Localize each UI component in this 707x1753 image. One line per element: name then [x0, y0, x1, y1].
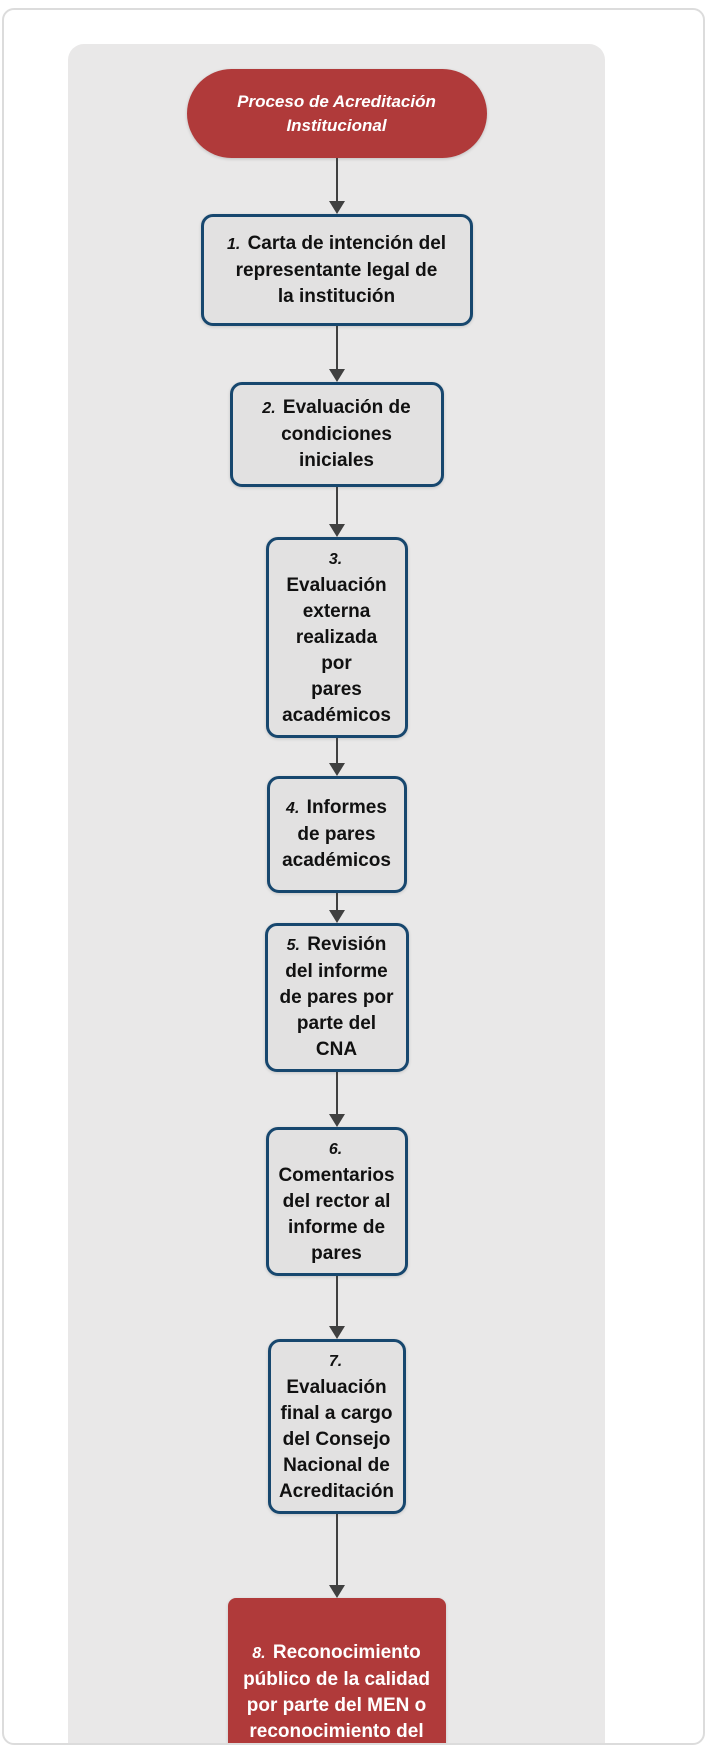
step-2-number: 2.	[262, 400, 276, 417]
arrow-shaft	[335, 738, 338, 763]
step-8-text: 8. Reconocimiento público de la calidad …	[243, 1640, 430, 1743]
arrow-shaft	[335, 893, 338, 910]
step-2-body: Evaluación de condiciones iniciales	[281, 397, 411, 471]
step-box-4: 4. Informes de pares académicos	[266, 776, 407, 893]
arrow-head-icon	[328, 201, 345, 214]
step-box-5: 5. Revisión del informe de pares por par…	[264, 923, 409, 1072]
step-box-2: 2. Evaluación de condiciones iniciales	[229, 382, 444, 487]
connector-arrow-6	[328, 1072, 345, 1127]
arrow-shaft	[335, 326, 338, 369]
step-2-text: 2. Evaluación de condiciones iniciales	[243, 395, 431, 474]
step-1-text: 1. Carta de intención del representante …	[227, 231, 446, 310]
flowchart-panel: Proceso de Acreditación Institucional 1.…	[68, 44, 605, 1743]
step-6-text: 6. Comentarios del rector al informe de …	[278, 1136, 394, 1267]
step-4-text: 4. Informes de pares académicos	[282, 795, 391, 874]
arrow-shaft	[335, 1072, 338, 1114]
step-4-body: Informes de pares académicos	[282, 797, 391, 871]
step-3-body: Evaluación externa realizada por pares a…	[282, 575, 391, 726]
step-7-body: Evaluación final a cargo del Consejo Nac…	[278, 1377, 395, 1502]
flowchart-title-oval: Proceso de Acreditación Institucional	[186, 69, 487, 158]
arrow-head-icon	[328, 369, 345, 382]
step-box-7: 7. Evaluación final a cargo del Consejo …	[267, 1339, 406, 1514]
connector-arrow-7	[328, 1276, 345, 1339]
flowchart-title-text: Proceso de Acreditación Institucional	[237, 91, 436, 135]
step-7-text: 7. Evaluación final a cargo del Consejo …	[279, 1348, 394, 1505]
step-box-8-final: 8. Reconocimiento público de la calidad …	[227, 1598, 446, 1743]
step-5-text: 5. Revisión del informe de pares por par…	[279, 932, 393, 1063]
connector-arrow-5	[328, 893, 345, 923]
step-3-text: 3. Evaluación externa realizada por pare…	[279, 546, 395, 729]
step-3-number: 3.	[328, 551, 343, 568]
step-7-number: 7.	[328, 1353, 343, 1370]
arrow-head-icon	[328, 1114, 345, 1127]
arrow-head-icon	[328, 910, 345, 923]
diagram-card: Proceso de Acreditación Institucional 1.…	[2, 8, 705, 1745]
connector-arrow-2	[328, 326, 345, 382]
step-8-number: 8.	[252, 1645, 266, 1662]
connector-arrow-1	[328, 158, 345, 214]
connector-arrow-4	[328, 738, 345, 776]
step-5-body: Revisión del informe de pares por parte …	[279, 934, 394, 1060]
arrow-shaft	[335, 487, 338, 524]
arrow-head-icon	[328, 524, 345, 537]
arrow-shaft	[335, 1514, 338, 1585]
arrow-shaft	[335, 158, 338, 201]
arrow-head-icon	[328, 1585, 345, 1598]
connector-arrow-3	[328, 487, 345, 537]
step-5-number: 5.	[286, 937, 300, 954]
arrow-shaft	[335, 1276, 338, 1326]
step-box-1: 1. Carta de intención del representante …	[200, 214, 473, 326]
arrow-head-icon	[328, 1326, 345, 1339]
step-box-3: 3. Evaluación externa realizada por pare…	[265, 537, 408, 738]
step-4-number: 4.	[286, 800, 300, 817]
step-1-number: 1.	[226, 235, 241, 253]
connector-arrow-8	[328, 1514, 345, 1598]
step-8-body: Reconocimiento público de la calidad por…	[243, 1642, 430, 1742]
step-6-body: Comentarios del rector al informe de par…	[278, 1165, 395, 1264]
arrow-head-icon	[328, 763, 345, 776]
step-6-number: 6.	[328, 1141, 343, 1158]
step-1-body: Carta de intención del representante leg…	[235, 232, 447, 307]
step-box-6: 6. Comentarios del rector al informe de …	[265, 1127, 408, 1276]
